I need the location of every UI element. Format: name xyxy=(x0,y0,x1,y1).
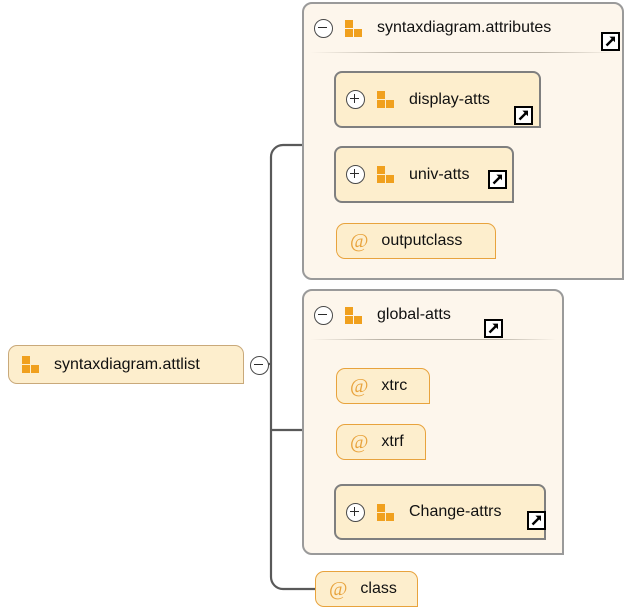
attribute-label: outputclass xyxy=(381,232,463,249)
at-sign-icon: @ xyxy=(350,375,369,397)
expand-plus-icon[interactable] xyxy=(346,502,365,522)
collapse-minus-icon[interactable] xyxy=(314,305,333,325)
attribute-outputclass[interactable]: @ outputclass xyxy=(336,223,496,259)
container-header[interactable]: syntaxdiagram.attributes xyxy=(304,6,565,50)
at-sign-icon: @ xyxy=(350,230,369,252)
sequence-icon xyxy=(22,356,41,373)
external-link-arrow-icon[interactable] xyxy=(527,511,546,530)
container-label: syntaxdiagram.attributes xyxy=(377,19,552,36)
header-divider xyxy=(310,52,616,53)
external-link-arrow-icon[interactable] xyxy=(601,32,620,51)
root-element-label: syntaxdiagram.attlist xyxy=(54,355,200,373)
group-ref-univ-atts[interactable]: univ-atts xyxy=(334,146,514,203)
group-ref-display-atts[interactable]: display-atts xyxy=(334,71,541,128)
expand-plus-icon[interactable] xyxy=(346,165,365,184)
sequence-icon xyxy=(345,19,364,37)
external-link-arrow-icon[interactable] xyxy=(514,106,533,125)
root-collapse-minus-icon[interactable] xyxy=(250,356,269,375)
collapse-minus-icon[interactable] xyxy=(314,18,333,38)
attribute-label: xtrf xyxy=(381,433,404,450)
sequence-icon xyxy=(377,503,396,521)
at-sign-icon: @ xyxy=(329,578,348,600)
group-ref-label: univ-atts xyxy=(409,165,470,183)
external-link-arrow-icon[interactable] xyxy=(488,170,507,189)
sequence-icon xyxy=(377,91,396,108)
attribute-xtrc[interactable]: @ xtrc xyxy=(336,368,430,404)
attribute-label: xtrc xyxy=(381,377,408,394)
header-divider xyxy=(310,339,556,340)
sequence-icon xyxy=(377,166,396,183)
group-ref-label: display-atts xyxy=(409,90,490,108)
at-sign-icon: @ xyxy=(350,431,369,453)
container-header[interactable]: global-atts xyxy=(304,293,465,337)
group-ref-change-attrs[interactable]: Change-attrs xyxy=(334,484,546,540)
sequence-icon xyxy=(345,306,364,324)
container-label: global-atts xyxy=(377,306,451,323)
attribute-xtrf[interactable]: @ xtrf xyxy=(336,424,426,460)
expand-plus-icon[interactable] xyxy=(346,90,365,109)
external-link-arrow-icon[interactable] xyxy=(484,319,503,338)
group-ref-label: Change-attrs xyxy=(409,503,502,520)
attribute-class[interactable]: @ class xyxy=(315,571,418,607)
root-element-box[interactable]: syntaxdiagram.attlist xyxy=(8,345,244,384)
attribute-label: class xyxy=(360,580,397,597)
